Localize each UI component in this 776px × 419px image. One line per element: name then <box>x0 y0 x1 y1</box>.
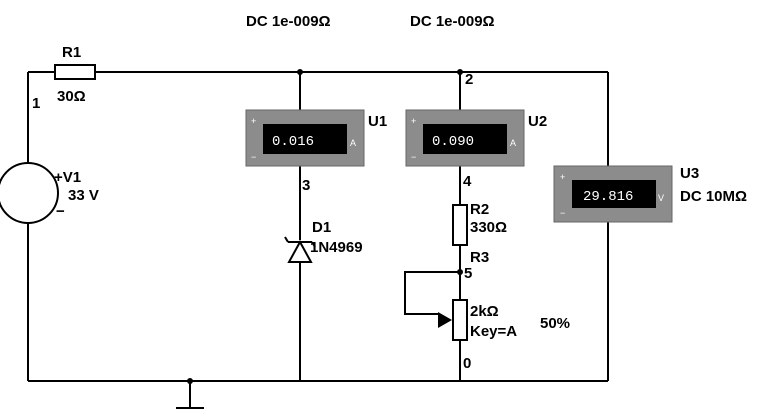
junction-dot <box>297 69 303 75</box>
u3-mode: DC 10MΩ <box>680 188 747 205</box>
r1-name: R1 <box>62 44 81 61</box>
u2-mode-label: DC 1e-009Ω <box>410 13 495 30</box>
r3-potentiometer[interactable] <box>438 299 468 341</box>
r2-value: 330Ω <box>470 219 507 236</box>
meter-u3-reading: 29.816 <box>583 189 633 205</box>
junction-dot <box>457 269 463 275</box>
r3-value: 2kΩ <box>470 303 499 320</box>
v1-value: 33 V <box>68 187 99 204</box>
meter-u3-plus: + <box>560 172 565 182</box>
junctions <box>187 69 463 384</box>
meter-u3-unit: V <box>658 193 664 203</box>
meter-u2-display <box>423 124 507 154</box>
node-1-label: 1 <box>32 95 40 112</box>
r2-name: R2 <box>470 201 489 218</box>
meter-u1-plus: + <box>251 116 256 126</box>
v1-name: +V1 <box>54 169 81 186</box>
meter-u3[interactable]: 29.816 V + − <box>553 165 673 223</box>
r2-resistor[interactable] <box>452 204 468 246</box>
wires <box>27 71 609 409</box>
v1-minus: − <box>56 203 65 220</box>
wiper-arrow-icon <box>438 312 452 328</box>
junction-dot <box>187 378 193 384</box>
r3-name: R3 <box>470 249 489 266</box>
r1-value: 30Ω <box>57 88 86 105</box>
meter-u2-unit: A <box>510 138 516 148</box>
d1-value: 1N4969 <box>310 239 363 256</box>
meter-u1-reading: 0.016 <box>272 134 314 150</box>
r1-resistor[interactable] <box>54 64 96 80</box>
r3-percent: 50% <box>540 315 570 332</box>
node-5-label: 5 <box>464 265 472 282</box>
meter-u1-minus: − <box>251 152 256 162</box>
u1-mode-label: DC 1e-009Ω <box>246 13 331 30</box>
v1-source[interactable] <box>0 162 59 224</box>
meter-u1-display <box>263 124 347 154</box>
meter-u3-display <box>572 180 656 208</box>
junction-dot <box>457 69 463 75</box>
r3-key: Key=A <box>470 323 517 340</box>
wire-wiper-loop <box>404 271 460 315</box>
node-4-label: 4 <box>463 173 472 190</box>
u2-name: U2 <box>528 113 547 130</box>
meter-u2-reading: 0.090 <box>432 134 474 150</box>
node-3-label: 3 <box>302 177 310 194</box>
meter-u2-minus: − <box>411 152 416 162</box>
d1-zener-diode[interactable] <box>284 236 316 263</box>
node-2-label: 2 <box>465 71 473 88</box>
d1-name: D1 <box>312 219 331 236</box>
meter-u1-unit: A <box>350 138 356 148</box>
meter-u1[interactable]: 0.016 A + − <box>245 109 365 167</box>
meter-u3-minus: − <box>560 208 565 218</box>
u3-name: U3 <box>680 165 699 182</box>
meter-u2[interactable]: 0.090 A + − <box>405 109 525 167</box>
node-0-label: 0 <box>463 355 471 372</box>
u1-name: U1 <box>368 113 387 130</box>
meter-u2-plus: + <box>411 116 416 126</box>
